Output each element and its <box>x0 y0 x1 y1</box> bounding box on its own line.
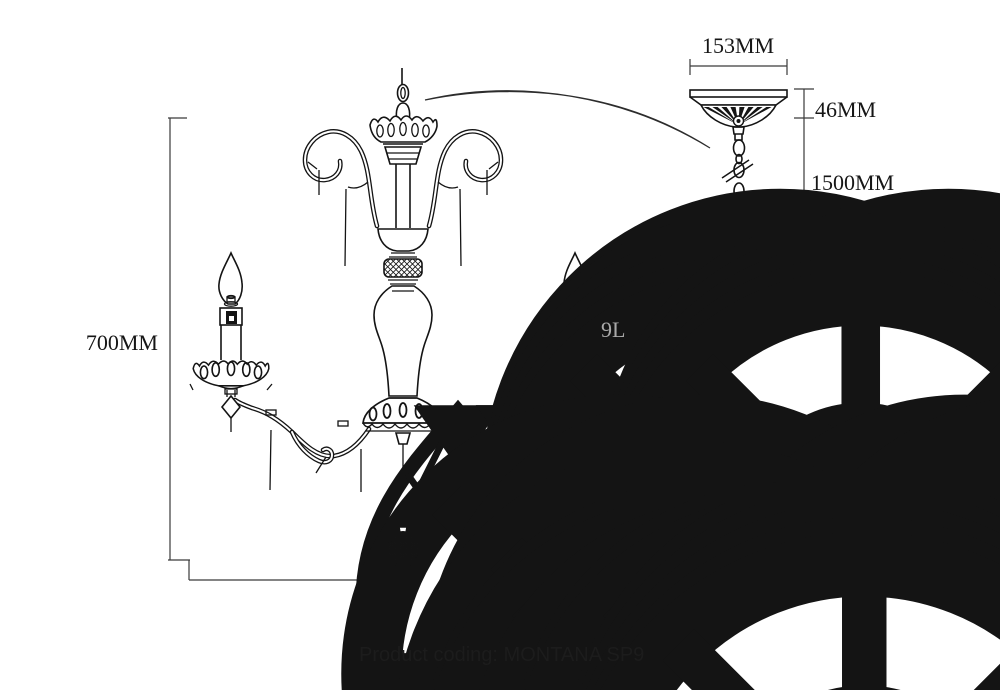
canopy-height-dimension: 46MM <box>794 88 876 122</box>
candle-bobeche <box>192 360 270 390</box>
leader-line <box>424 90 711 149</box>
chain-length-dimension-label: 1500MM <box>811 170 894 195</box>
top-crown <box>369 115 438 165</box>
center-column <box>373 164 433 397</box>
top-finial <box>394 68 412 122</box>
lamp-count-label: 9L <box>601 317 625 342</box>
ceiling-canopy <box>689 89 788 141</box>
stem-diamond <box>220 394 242 420</box>
crystal-drops <box>363 221 1000 690</box>
candle-flame <box>218 251 243 305</box>
bottom-dome <box>362 397 444 445</box>
product-coding-label: Product coding: MONTANA SP9 <box>359 644 644 666</box>
canopy-underside-ornament <box>703 107 772 125</box>
left-candle <box>192 251 270 420</box>
bottom-ball <box>385 526 421 567</box>
chandelier-line-drawing <box>189 68 1000 690</box>
canopy-height-dimension-label: 46MM <box>815 97 876 122</box>
chain-break-mark <box>721 159 754 183</box>
canopy-width-dimension-label: 153MM <box>702 33 774 58</box>
canopy-width-dimension: 153MM <box>689 33 788 75</box>
height-dimension: 700MM <box>86 117 190 561</box>
height-dimension-label: 700MM <box>86 330 158 355</box>
chain-length-dimension: 1500MM <box>794 118 894 236</box>
canopy-chain-detail-drawing <box>689 89 788 240</box>
